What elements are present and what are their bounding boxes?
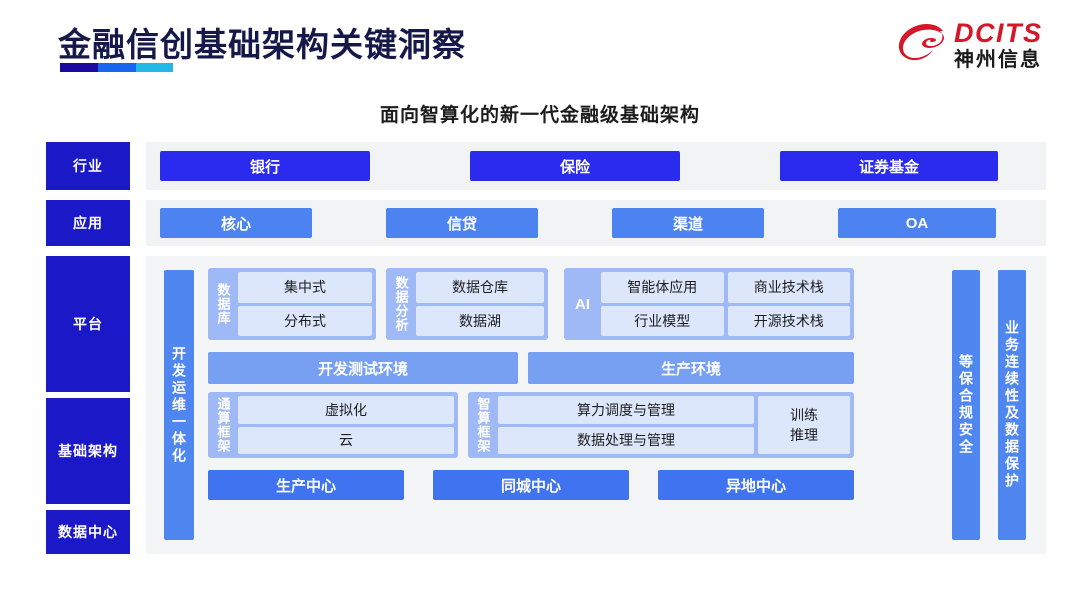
app-chip-oa[interactable]: OA (838, 208, 996, 238)
group-data-analysis: 数据分析 数据仓库 数据湖 (386, 268, 548, 340)
vertical-bar-devops[interactable]: 开发运维一体化 (164, 270, 194, 540)
inference-label: 推理 (790, 427, 818, 443)
group-ai: AI 智能体应用 行业模型 商业技术栈 开源技术栈 (564, 268, 854, 340)
cell-distributed[interactable]: 分布式 (238, 305, 372, 336)
env-bar-production[interactable]: 生产环境 (528, 352, 854, 384)
cell-data-processing[interactable]: 数据处理与管理 (498, 426, 754, 454)
swoosh-icon (898, 23, 945, 61)
cell-industry-model[interactable]: 行业模型 (601, 305, 724, 336)
datacenter-row: 生产中心 同城中心 异地中心 (208, 470, 854, 502)
vertical-bar-continuity[interactable]: 业务连续性及数据保护 (998, 270, 1026, 540)
title-underline-segment-2 (136, 63, 173, 72)
industry-chip-securities[interactable]: 证券基金 (780, 151, 998, 181)
logo-text-cn: 神州信息 (954, 49, 1042, 71)
group-label-intelligent-compute: 智算框架 (475, 397, 491, 453)
application-panel: 核心 信贷 渠道 OA (146, 200, 1046, 246)
sidebar-item-industry[interactable]: 行业 (46, 142, 130, 190)
title-underline-segment-1 (98, 63, 136, 72)
architecture-diagram: 行业 应用 平台 基础架构 数据中心 银行 保险 证券基金 核心 信贷 渠道 O… (46, 142, 1046, 567)
subtitle: 面向智算化的新一代金融级基础架构 (379, 105, 700, 126)
sidebar-item-application[interactable]: 应用 (46, 200, 130, 246)
cell-virtualization[interactable]: 虚拟化 (238, 396, 454, 424)
group-intelligent-compute: 智算框架 算力调度与管理 数据处理与管理 训练 推理 (468, 392, 854, 458)
group-label-database: 数据库 (215, 283, 231, 325)
sidebar-item-datacenter[interactable]: 数据中心 (46, 510, 130, 554)
group-database: 数据库 集中式 分布式 (208, 268, 376, 340)
industry-chip-bank[interactable]: 银行 (160, 151, 370, 181)
cell-data-lake[interactable]: 数据湖 (416, 305, 544, 336)
industry-panel: 银行 保险 证券基金 (146, 142, 1046, 190)
industry-chip-insurance[interactable]: 保险 (470, 151, 680, 181)
cell-centralized[interactable]: 集中式 (238, 272, 372, 303)
sidebar-item-infrastructure[interactable]: 基础架构 (46, 398, 130, 504)
group-label-general-compute: 通算框架 (215, 397, 231, 453)
cell-opensource-stack[interactable]: 开源技术栈 (727, 305, 850, 336)
dc-chip-production[interactable]: 生产中心 (208, 470, 404, 500)
logo-text-en: DCITS (954, 18, 1043, 48)
title-underline (60, 63, 173, 72)
env-bar-development[interactable]: 开发测试环境 (208, 352, 518, 384)
dc-chip-metro[interactable]: 同城中心 (433, 470, 629, 500)
cell-training-inference[interactable]: 训练 推理 (758, 396, 850, 454)
cell-data-warehouse[interactable]: 数据仓库 (416, 272, 544, 303)
cell-compute-scheduling[interactable]: 算力调度与管理 (498, 396, 754, 424)
cell-cloud[interactable]: 云 (238, 426, 454, 454)
dc-chip-remote[interactable]: 异地中心 (658, 470, 854, 500)
header: 金融信创基础架构关键洞察 DCITS 神州信息 (0, 0, 1080, 92)
group-label-data-analysis: 数据分析 (393, 276, 409, 332)
title-underline-segment-0 (60, 63, 98, 72)
sidebar-item-platform[interactable]: 平台 (46, 256, 130, 392)
platform-panel: 开发运维一体化 等保合规安全 业务连续性及数据保护 数据库 集中式 分布式 数据… (146, 256, 1046, 554)
app-chip-credit[interactable]: 信贷 (386, 208, 538, 238)
training-label: 训练 (790, 407, 818, 423)
cell-agent-application[interactable]: 智能体应用 (601, 272, 724, 303)
app-chip-core[interactable]: 核心 (160, 208, 312, 238)
group-label-ai: AI (575, 295, 590, 313)
cell-commercial-stack[interactable]: 商业技术栈 (727, 272, 850, 303)
app-chip-channel[interactable]: 渠道 (612, 208, 764, 238)
vertical-bar-security[interactable]: 等保合规安全 (952, 270, 980, 540)
brand-logo: DCITS 神州信息 (896, 16, 1052, 78)
group-general-compute: 通算框架 虚拟化 云 (208, 392, 458, 458)
page-title: 金融信创基础架构关键洞察 (58, 26, 466, 63)
